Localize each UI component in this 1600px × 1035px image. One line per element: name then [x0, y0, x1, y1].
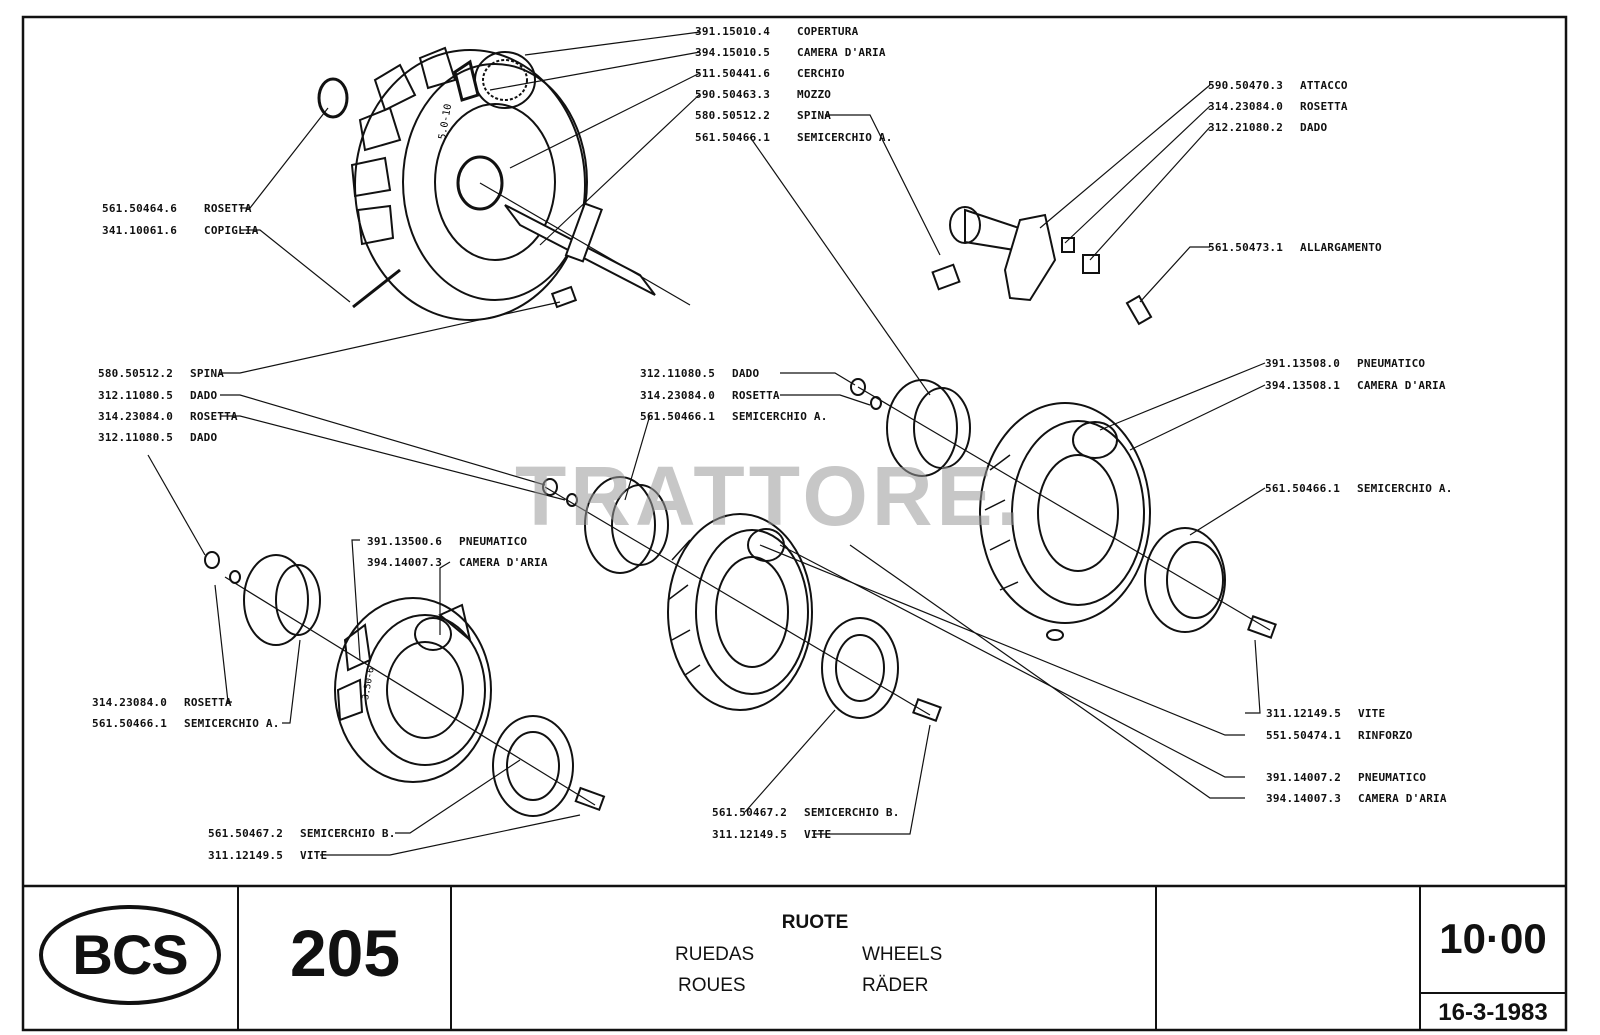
bcs-logo-oval	[39, 905, 221, 1005]
hub-attachment	[931, 206, 1153, 326]
right-turf-wheel	[850, 378, 1277, 641]
large-tractor-wheel	[317, 46, 691, 321]
sheet-number: 10·00	[1439, 915, 1547, 962]
drawing-date: 16-3-1983	[1438, 999, 1548, 1026]
title-french: ROUES	[678, 975, 746, 996]
drawing-frame	[21, 15, 1568, 1032]
title-spanish: RUEDAS	[675, 944, 755, 965]
brand-logo: BCS	[72, 923, 188, 986]
center-turf-wheel	[542, 476, 942, 722]
small-tractor-wheel	[204, 551, 606, 817]
title-italian: RUOTE	[781, 912, 849, 933]
model-number: 205	[289, 916, 401, 990]
title-german: RÄDER	[862, 975, 929, 996]
title-english: WHEELS	[862, 944, 943, 965]
leader-lines	[147, 31, 1266, 856]
watermark: TRATTORE.	[515, 449, 1024, 543]
title-block-frame	[23, 884, 1566, 1030]
